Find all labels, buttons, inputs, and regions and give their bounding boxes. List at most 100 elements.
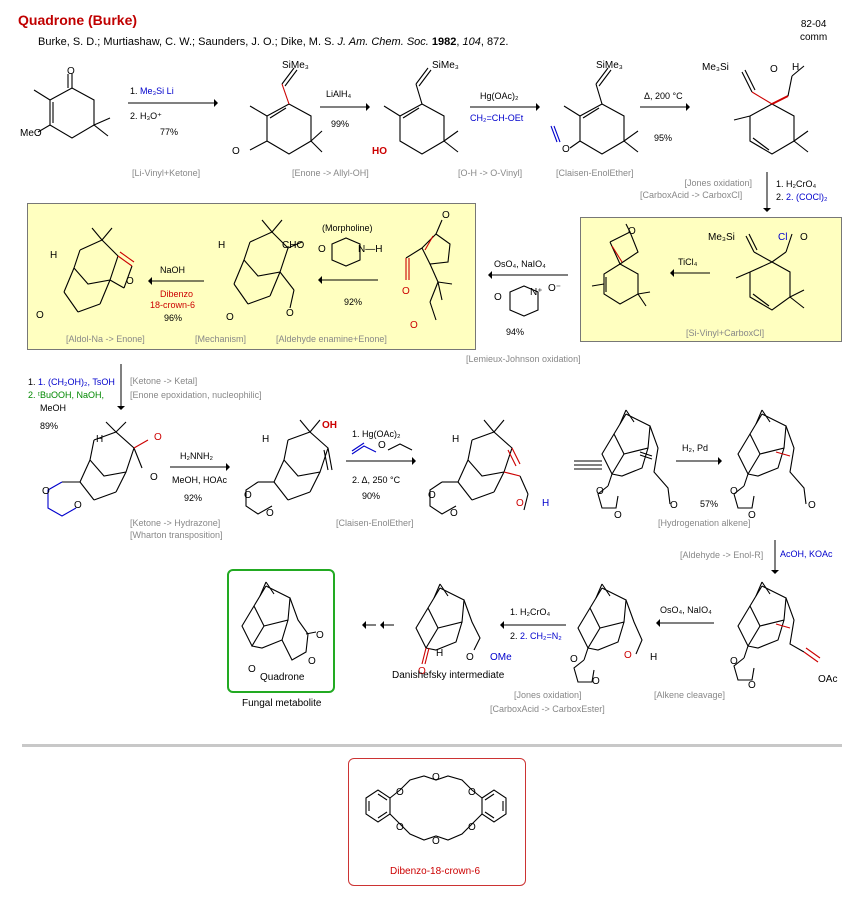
atom-o-r: O	[670, 500, 678, 511]
step2-reagent: LiAlH₄	[326, 89, 352, 99]
arrow-enol-acetate	[771, 540, 779, 574]
atom-o-r-k1: O	[596, 486, 604, 497]
label-crown-ether: Dibenzo-18-crown-6	[390, 866, 481, 877]
citation-year: 1982	[431, 36, 457, 48]
lemieux-yield: 94%	[506, 327, 525, 337]
atom-o-ka-red: O	[624, 650, 632, 661]
atom-o-ea-k2: O	[748, 680, 756, 691]
compound-dibenzo-18-crown-6	[365, 775, 507, 841]
atom-o-ka-k1: O	[570, 654, 578, 665]
equivalence-sign	[574, 460, 602, 470]
compound-acid-chloride	[735, 233, 805, 311]
tag-enamine: [Aldehyde enamine+Enone]	[276, 334, 387, 344]
aldol-base: NaOH	[160, 265, 186, 275]
arrow-step-2	[320, 103, 370, 111]
compound-methoxy-enone	[33, 74, 111, 139]
atom-o-nmo: O	[494, 292, 502, 303]
tag-carboxester: [CarboxAcid -> CarboxEster]	[490, 704, 605, 714]
aldol-dibenzo: Dibenzo	[160, 289, 194, 299]
tag-mechanism: [Mechanism]	[195, 334, 247, 344]
atom-o-sat-k2: O	[748, 510, 756, 521]
enol-acetate-reagent: AcOH, KOAc	[780, 549, 833, 559]
aldol-crown: 18-crown-6	[150, 300, 196, 310]
hydrogenation-yield: 57%	[700, 499, 719, 509]
tag-hydrazone: [Ketone -> Hydrazone]	[130, 518, 221, 528]
atom-h-5: H	[792, 62, 800, 73]
morpholine-yield: 92%	[344, 297, 363, 307]
step1-reagent: 1. Me₃Si Li	[130, 85, 174, 97]
step4-conditions: Δ, 200 °C	[644, 91, 683, 101]
step5-cond2: 2. 2. (COCl)₂	[776, 192, 828, 202]
label-meo: MeO	[20, 128, 42, 139]
claisen2-cond1: 1. Hg(OAc)₂	[352, 429, 401, 439]
box-aldol-sequence	[27, 203, 476, 350]
compound-keto-aldehyde	[405, 219, 453, 321]
atom-cl: Cl	[778, 232, 788, 243]
atom-o-4: O	[562, 144, 570, 155]
tag-enol-r: [Aldehyde -> Enol-R]	[680, 550, 764, 560]
code-line-2: comm	[800, 32, 828, 43]
arrow-alkene-cleavage	[656, 619, 714, 627]
label-ho: HO	[372, 146, 387, 157]
arrow-step-1	[128, 99, 218, 107]
arrow-step-4	[640, 103, 690, 111]
atom-o-mech1: O	[226, 312, 234, 323]
step2-yield: 99%	[331, 119, 350, 129]
atom-o-ea-k1: O	[730, 656, 738, 667]
label-sime3-3: SiMe₃	[432, 60, 459, 71]
section-divider	[22, 744, 842, 747]
tag-alkene-cleavage: [Alkene cleavage]	[654, 690, 726, 700]
label-sime3-4: SiMe₃	[596, 60, 623, 71]
atom-o-c4: O	[396, 822, 404, 833]
compound-spiro-enone	[591, 223, 651, 307]
atom-n-nmo: N⁺	[530, 287, 543, 298]
citation: Burke, S. D.; Murtiashaw, C. W.; Saunder…	[38, 36, 509, 48]
atom-o: O	[67, 66, 75, 77]
compound-vinylsilane-enone	[249, 67, 323, 155]
arrow-lemieux	[488, 271, 568, 279]
compound-allyl-alcohol	[383, 67, 459, 155]
atom-o-quad3: O	[308, 656, 316, 667]
cleavage-reagent: OsO₄, NaIO₄	[660, 605, 712, 615]
atom-o-sat-k1: O	[730, 486, 738, 497]
atom-o-c3: O	[468, 787, 476, 798]
tag-enone-allyl: [Enone -> Allyl-OH]	[292, 168, 369, 178]
label-danishefsky: Danishefsky intermediate	[392, 670, 505, 681]
code-line-1: 82-04	[800, 19, 827, 30]
atom-ominus: O⁻	[548, 283, 562, 294]
label-quadrone: Quadrone	[260, 672, 305, 683]
ticl4-reagent: TiCl₄	[678, 257, 698, 267]
diazomethane: 2. CH₂=N₂	[520, 631, 562, 641]
citation-authors: Burke, S. D.; Murtiashaw, C. W.; Saunder…	[38, 36, 338, 48]
atom-o-ketone-epox: O	[150, 472, 158, 483]
atom-o-k3a: O	[244, 490, 252, 501]
tag-hydrogenation: [Hydrogenation alkene]	[658, 518, 751, 528]
morpholine-structure	[331, 237, 361, 267]
atom-h-tricyclic: H	[50, 250, 58, 261]
step5-oxalyl: 2. (COCl)₂	[786, 192, 828, 202]
ethyl-vinyl-ether-icon	[351, 442, 413, 455]
atom-o-k3b: O	[266, 508, 274, 519]
nmo-structure	[509, 285, 539, 317]
box-si-vinyl-cyclization	[580, 217, 842, 342]
compound-mechanism-intermediate	[233, 219, 303, 309]
atom-o-spiro: O	[628, 226, 636, 237]
atom-o-c2: O	[432, 772, 440, 783]
citation-journal: J. Am. Chem. Soc.	[337, 36, 429, 48]
hydrogenation-reagent: H₂, Pd	[682, 443, 709, 453]
atom-o-2: O	[232, 146, 240, 157]
claisen2-cond2: 2. Δ, 250 °C	[352, 475, 401, 485]
step5-cond1: 1. H₂CrO₄	[776, 179, 817, 189]
quadrone-box	[227, 569, 335, 693]
jones-ester-cond2: 2. 2. CH₂=N₂	[510, 631, 562, 641]
atom-o-6: O	[800, 232, 808, 243]
atom-o-ketal1: O	[42, 486, 50, 497]
atom-h-wharton: H	[262, 434, 270, 445]
arrow-wharton	[170, 463, 230, 471]
atom-o-morph: O	[318, 244, 326, 255]
tag-aldol: [Aldol-Na -> Enone]	[66, 334, 145, 344]
tag-si-vinyl: [Si-Vinyl+CarboxCl]	[686, 328, 765, 338]
atom-o-epox: O	[154, 432, 162, 443]
atom-h-epox: H	[96, 434, 104, 445]
morpholine-label: (Morpholine)	[322, 223, 373, 233]
